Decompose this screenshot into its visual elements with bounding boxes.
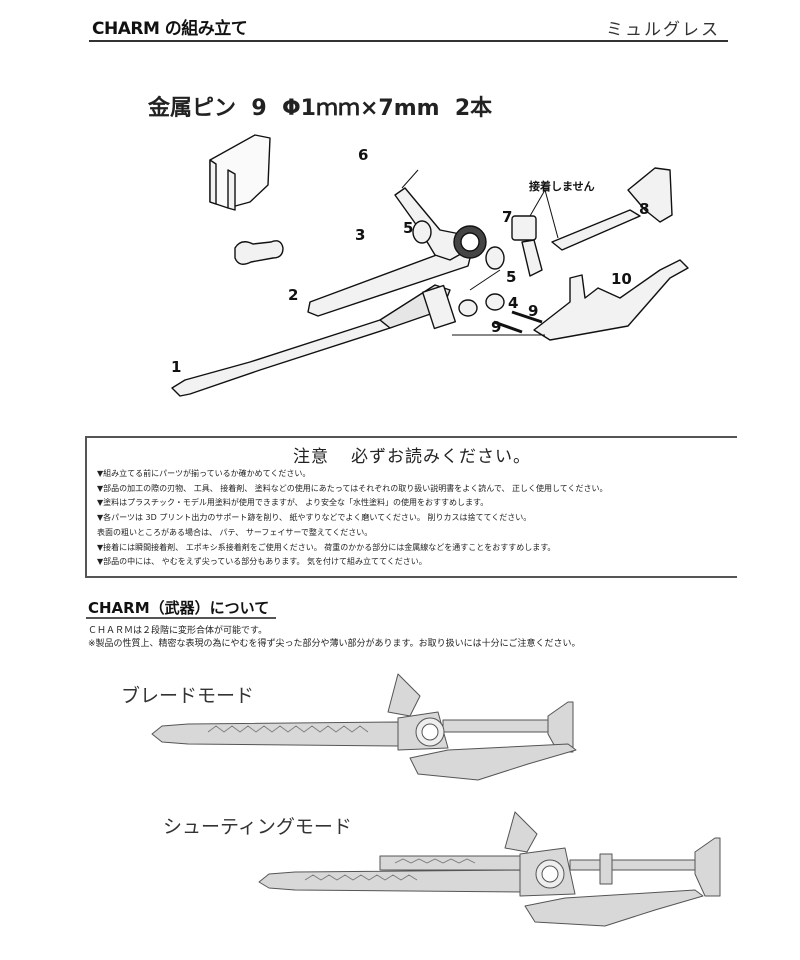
part-label-8: 8 <box>639 200 650 218</box>
part-label-5b: 5 <box>506 268 517 286</box>
caution-item: 表面の粗いところがある場合は、 パテ、 サーフェイサーで整えてください。 <box>97 527 373 537</box>
shooting-mode-illustration <box>258 811 721 927</box>
caution-notice-box: 注意 必ずお読みください。 ▼組み立てる前にパーツが揃っているか確かめてください。… <box>85 436 737 578</box>
shooting-mode-label: シューティングモード <box>163 816 352 838</box>
caution-title-label: 注意 <box>293 447 329 467</box>
exploded-assembly-diagram: 1 2 3 4 5 5 6 7 8 9 9 10 接着しません <box>150 130 710 410</box>
blade-mode-illustration <box>151 673 577 781</box>
caution-item: ▼接着には瞬間接着剤、 エポキシ系接着剤をご使用ください。 荷重のかかる部分には… <box>97 542 556 552</box>
metal-pin-note: 金属ピン 9 Φ1ｍｍ×7mm 2本 <box>148 96 493 121</box>
caution-item: ▼部品の中には、 やむをえず尖っている部分もあります。 気を付けて組み立ててくだ… <box>97 557 427 567</box>
caution-item: ▼各パーツは 3D プリント出力のサポート跡を削り、 紙やすりなどでよく磨いてく… <box>97 513 532 523</box>
part-label-10: 10 <box>611 270 632 288</box>
caution-item: ▼組み立てる前にパーツが揃っているか確かめてください。 <box>97 469 311 478</box>
about-section-title: CHARM（武器）について <box>88 599 270 617</box>
do-not-glue-annotation: 接着しません <box>529 180 595 193</box>
part-label-1: 1 <box>171 358 182 376</box>
assembly-illustration <box>171 134 689 397</box>
caution-title-message: 必ずお読みください。 <box>351 447 531 467</box>
caution-item: ▼塗料はプラスチック・モデル用塗料が使用できますが、 より安全な「水性塗料」の使… <box>97 498 489 508</box>
part-label-9a: 9 <box>528 302 539 320</box>
about-section-body: ＣＨＡＲＭは２段階に変形合体が可能です。 ※製品の性質上、精密な表現の為にやむを… <box>88 625 580 651</box>
about-section-underline <box>86 617 276 619</box>
caution-list: ▼組み立てる前にパーツが揃っているか確かめてください。 ▼部品の加工の際の刃物、… <box>97 467 608 570</box>
character-name: ミュルグレス <box>606 20 720 40</box>
about-line: ※製品の性質上、精密な表現の為にやむを得ず尖った部分や薄い部分があります。お取り… <box>88 639 581 649</box>
part-label-5a: 5 <box>403 219 414 237</box>
about-line: ＣＨＡＲＭは２段階に変形合体が可能です。 <box>88 626 268 636</box>
blade-mode-figure <box>148 672 598 782</box>
part-label-7: 7 <box>502 208 513 226</box>
part-label-6: 6 <box>358 146 369 164</box>
shooting-mode-figure <box>255 810 735 930</box>
page-title: CHARM の組み立て <box>92 19 248 39</box>
part-label-3: 3 <box>355 226 366 244</box>
caution-item: ▼部品の加工の際の刃物、 工具、 接着剤、 塗料などの使用にあたってはそれぞれの… <box>97 483 608 493</box>
blade-mode-label: ブレードモード <box>121 685 255 707</box>
part-label-9b: 9 <box>491 318 502 336</box>
part-label-2: 2 <box>288 286 299 304</box>
part-label-4: 4 <box>508 294 519 312</box>
caution-title: 注意 必ずお読みください。 <box>87 442 737 467</box>
header-divider <box>89 40 728 42</box>
